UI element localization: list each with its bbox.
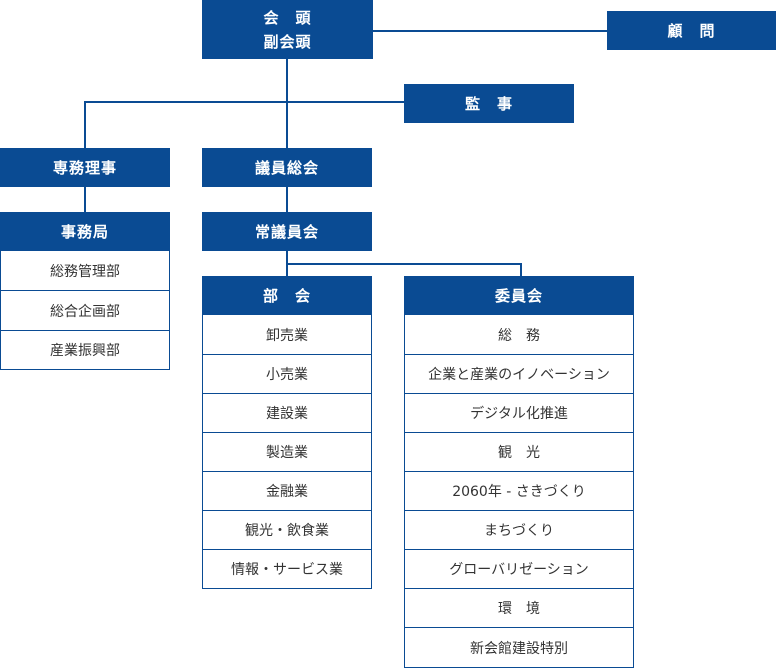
connector-standing-committees [286, 263, 522, 265]
connector-exec-secretariat [84, 187, 86, 212]
connector-committees-down [520, 263, 522, 276]
auditor-box: 監 事 [404, 84, 574, 123]
committee-item: 観 光 [404, 433, 634, 472]
connector-top-advisor [373, 30, 607, 32]
committee-item: 2060年 - さきづくり [404, 472, 634, 511]
committee-item: 総 務 [404, 315, 634, 355]
connector-auditor-exec [84, 101, 404, 103]
secretariat-item: 産業振興部 [0, 331, 170, 370]
executive-director-box: 専務理事 [0, 148, 170, 187]
vice-chairman-label: 副会頭 [263, 32, 312, 51]
division-item: 情報・サービス業 [202, 550, 372, 589]
committees-header: 委員会 [404, 276, 634, 315]
general-assembly-box: 議員総会 [202, 148, 372, 187]
advisor-box: 顧 問 [607, 11, 776, 50]
division-item: 観光・飲食業 [202, 511, 372, 550]
divisions-header: 部 会 [202, 276, 372, 315]
secretariat-item: 総合企画部 [0, 291, 170, 331]
secretariat-item: 総務管理部 [0, 251, 170, 291]
standing-committee-box: 常議員会 [202, 212, 372, 251]
committee-item: デジタル化推進 [404, 394, 634, 433]
connector-assembly-standing [286, 187, 288, 212]
division-item: 卸売業 [202, 315, 372, 355]
connector-top-down [286, 59, 288, 148]
secretariat-header: 事務局 [0, 212, 170, 251]
committee-item: 環 境 [404, 589, 634, 628]
division-item: 小売業 [202, 355, 372, 394]
committee-item: グローバリゼーション [404, 550, 634, 589]
division-item: 製造業 [202, 433, 372, 472]
committee-item: 企業と産業のイノベーション [404, 355, 634, 394]
committee-item: 新会館建設特別 [404, 628, 634, 668]
committee-item: まちづくり [404, 511, 634, 550]
connector-exec-down [84, 101, 86, 148]
division-item: 建設業 [202, 394, 372, 433]
division-item: 金融業 [202, 472, 372, 511]
chairman-box: 会 頭 副会頭 [202, 0, 373, 59]
chairman-label: 会 頭 [263, 8, 312, 27]
